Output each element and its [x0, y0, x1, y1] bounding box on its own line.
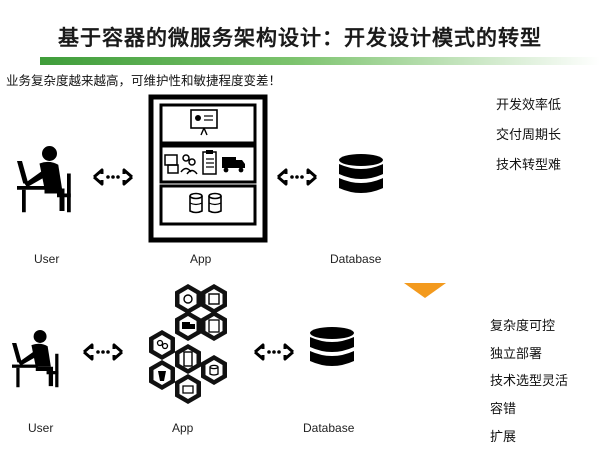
database-label: Database	[330, 252, 382, 266]
problem-item: 技术转型难	[496, 158, 562, 173]
benefit-item: 复杂度可控	[490, 319, 556, 334]
benefit-item: 独立部署	[490, 347, 543, 362]
user-label: User	[28, 421, 54, 435]
slide-title: 基于容器的微服务架构设计：开发设计模式的转型	[58, 26, 542, 50]
microservices-app-icon	[149, 284, 227, 404]
problem-item: 开发效率低	[496, 98, 562, 113]
database-icon	[310, 327, 354, 366]
user-icon	[17, 146, 71, 213]
benefit-item: 技术选型灵活	[490, 374, 569, 389]
app-label: App	[190, 252, 212, 266]
bidirectional-arrow-icon	[276, 168, 318, 186]
monolithic-app-icon	[148, 94, 268, 243]
title-underline	[40, 57, 600, 65]
app-label: App	[172, 421, 194, 435]
bidirectional-arrow-icon	[253, 343, 295, 361]
subtitle: 业务复杂度越来越高，可维护性和敏捷程度变差！	[6, 73, 282, 88]
user-icon	[12, 330, 59, 388]
bidirectional-arrow-icon	[92, 168, 134, 186]
benefit-item: 扩展	[490, 430, 517, 445]
user-label: User	[34, 252, 60, 266]
problem-item: 交付周期长	[496, 128, 562, 143]
database-label: Database	[303, 421, 355, 435]
bidirectional-arrow-icon	[82, 343, 124, 361]
database-icon	[339, 154, 383, 193]
transition-arrow-icon	[404, 283, 446, 298]
benefit-item: 容错	[490, 402, 517, 417]
